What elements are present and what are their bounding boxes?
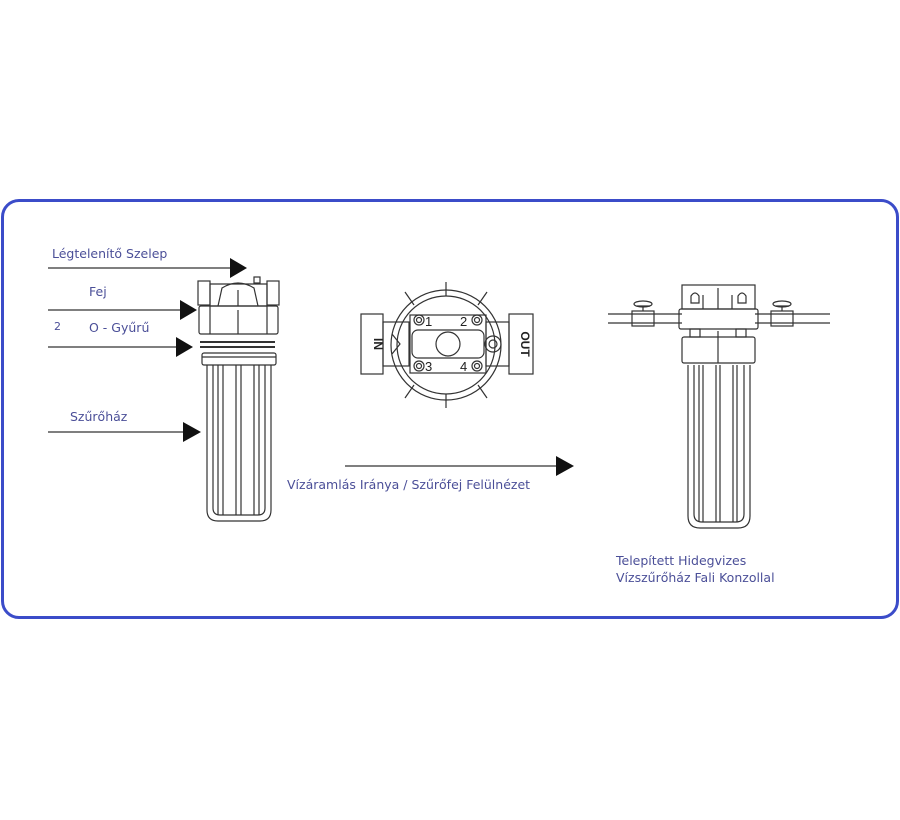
label-air-valve: Légtelenítő Szelep [52,246,168,261]
label-oring: O - Gyűrű [89,320,150,335]
head-top-view [360,282,534,408]
arrow-flow-direction [345,456,574,476]
arrow-housing [48,422,201,442]
filter-installed [608,284,830,529]
out-label: OUT [518,331,532,357]
in-label: IN [371,338,385,350]
arrow-air-valve [48,258,247,278]
label-installed-line2: Vízszűrőház Fali Konzollal [616,570,775,585]
port-2: 2 [460,314,467,329]
diagram-frame [1,199,899,619]
arrow-head [48,300,197,320]
port-3: 3 [425,359,432,374]
arrow-oring [48,337,193,357]
label-installed-line1: Telepített Hidegvizes [616,553,747,568]
port-1: 1 [425,314,432,329]
label-head: Fej [89,284,107,299]
label-housing: Szűrőház [70,409,128,424]
label-oring-count: 2 [54,320,61,333]
port-4: 4 [460,359,467,374]
label-flow-direction: Vízáramlás Iránya / Szűrőfej Felülnézet [287,477,531,492]
filter-exploded [197,276,280,522]
